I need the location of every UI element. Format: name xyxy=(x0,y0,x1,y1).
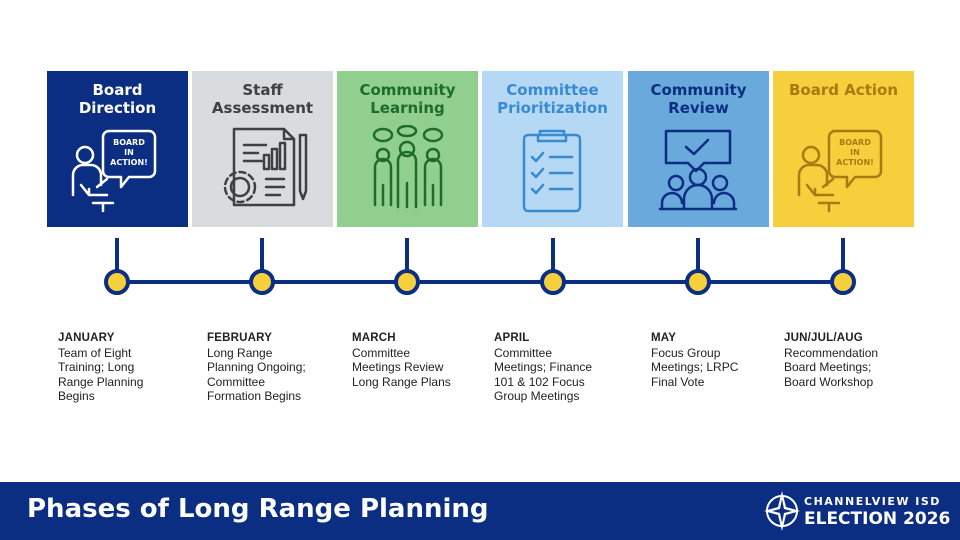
assessment-document-gear-icon xyxy=(223,127,308,207)
phase-card-board-direction: Board Direction xyxy=(47,71,188,227)
timeline-dot xyxy=(540,269,566,295)
phase-card-community-learning: Community Learning xyxy=(337,71,478,227)
board-in-action-label: BOARD IN ACTION! xyxy=(836,138,874,167)
phase-card-committee-prioritization: Committee Prioritization xyxy=(482,71,623,227)
phase-text-february: FEBRUARY Long Range Planning Ongoing; Co… xyxy=(207,331,347,404)
compass-star-icon xyxy=(764,491,800,531)
phase-card-community-review: Community Review xyxy=(628,71,769,227)
phase-description: Focus Group Meetings; LRPC Final Vote xyxy=(651,345,739,389)
board-in-action-label: BOARD IN ACTION! xyxy=(110,138,148,167)
phase-description: Recommendation Board Meetings; Board Wor… xyxy=(784,345,879,389)
phase-description: Committee Meetings; Finance 101 & 102 Fo… xyxy=(494,345,593,404)
phase-text-may: MAY Focus Group Meetings; LRPC Final Vot… xyxy=(651,331,791,389)
people-talking-icon xyxy=(372,125,444,209)
phase-month: APRIL xyxy=(494,332,530,344)
logo-election-year: ELECTION 2026 xyxy=(804,509,951,529)
timeline-dot xyxy=(830,269,856,295)
timeline-connectors xyxy=(115,238,845,282)
group-check-speech-icon xyxy=(658,129,738,211)
phase-title: Committee Prioritization xyxy=(497,81,608,117)
footer-bar: Phases of Long Range Planning CHANNELVIE… xyxy=(0,482,960,540)
timeline-dot xyxy=(249,269,275,295)
phase-title: Board Direction xyxy=(78,81,157,117)
phase-card-board-action: Board Action xyxy=(773,71,914,227)
timeline-dot xyxy=(394,269,420,295)
phase-description: Committee Meetings Review Long Range Pla… xyxy=(352,345,451,389)
phase-title: Staff Assessment xyxy=(211,81,314,117)
phase-month: MAY xyxy=(651,332,677,344)
phase-text-january: JANUARY Team of Eight Training; Long Ran… xyxy=(58,331,198,404)
phase-month: JUN/JUL/AUG xyxy=(784,332,863,344)
phase-month: FEBRUARY xyxy=(207,332,273,344)
phase-month: MARCH xyxy=(352,332,396,344)
phase-card-staff-assessment: Staff Assessment xyxy=(192,71,333,227)
clipboard-checklist-icon xyxy=(522,129,582,213)
phase-title: Community Learning xyxy=(359,81,456,117)
slide-title: Phases of Long Range Planning xyxy=(27,494,489,524)
board-in-action-icon xyxy=(797,129,883,213)
phase-title: Board Action xyxy=(788,81,898,99)
phase-text-april: APRIL Committee Meetings; Finance 101 & … xyxy=(494,331,634,404)
phase-month: JANUARY xyxy=(58,332,115,344)
district-logo: CHANNELVIEW ISD ELECTION 2026 xyxy=(762,489,952,535)
phase-title: Community Review xyxy=(650,81,747,117)
timeline-dot xyxy=(104,269,130,295)
timeline-dots xyxy=(104,269,856,295)
timeline-dot xyxy=(685,269,711,295)
phase-description: Long Range Planning Ongoing; Committee F… xyxy=(207,345,306,404)
board-in-action-icon xyxy=(71,129,157,213)
phase-text-march: MARCH Committee Meetings Review Long Ran… xyxy=(352,331,492,389)
phase-text-jun-jul-aug: JUN/JUL/AUG Recommendation Board Meeting… xyxy=(784,331,924,389)
phase-description: Team of Eight Training; Long Range Plann… xyxy=(58,345,144,404)
logo-district-name: CHANNELVIEW ISD xyxy=(804,495,941,508)
